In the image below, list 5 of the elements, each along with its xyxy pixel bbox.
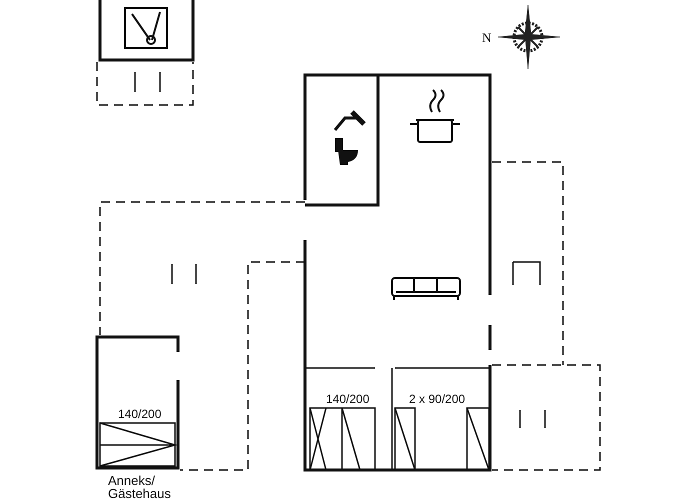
building-name-label: Anneks/ Gästehaus	[108, 474, 172, 500]
compass-north-label: N	[482, 30, 492, 46]
bed-size-label: 140/200	[326, 392, 370, 406]
bed-size-label: 2 x 90/200	[409, 392, 466, 406]
bed-size-label: 140/200	[118, 407, 162, 421]
